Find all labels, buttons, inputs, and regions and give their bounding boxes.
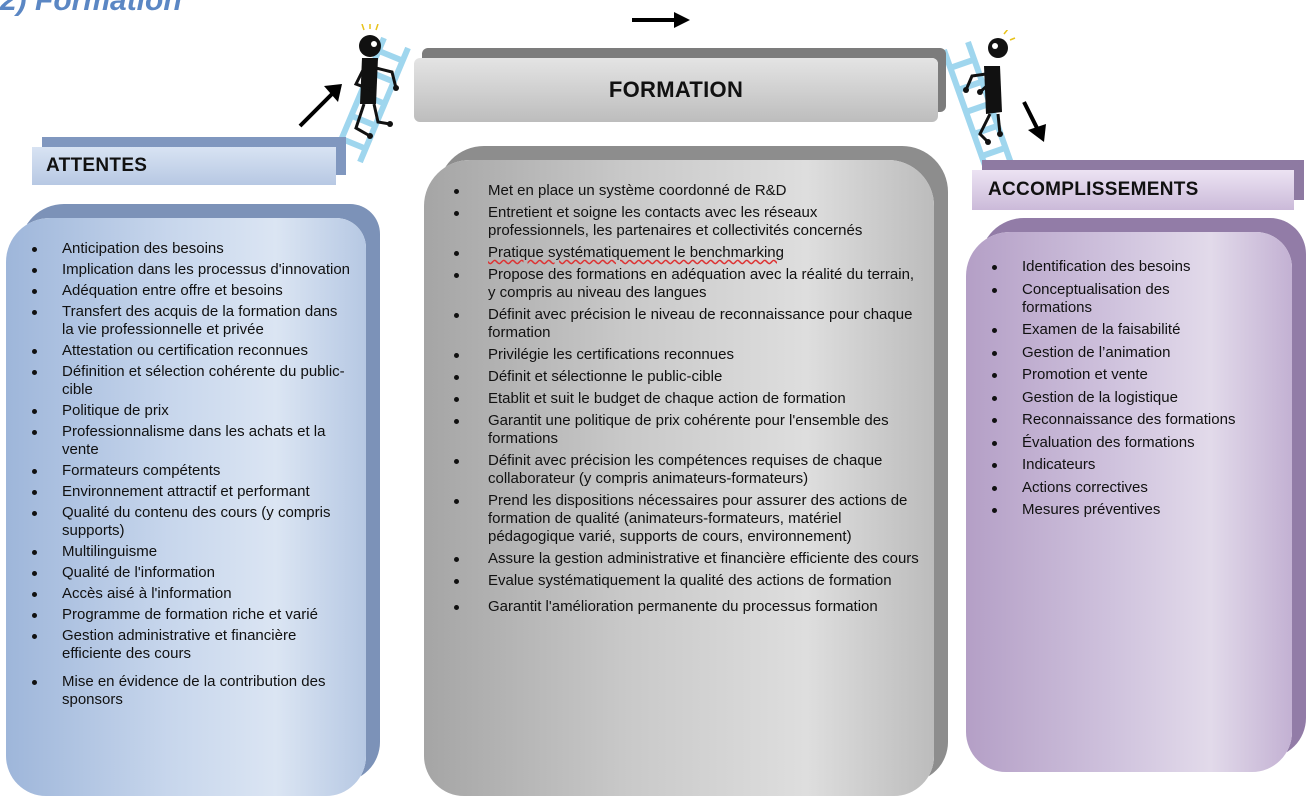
attentes-item: Définition et sélection cohérente du pub… [28,363,352,399]
formation-item: Définit avec précision le niveau de reco… [450,306,920,342]
formation-item: Evalue systématiquement la qualité des a… [450,572,920,590]
attentes-item: Formateurs compétents [28,462,352,480]
accomplissements-title: ACCOMPLISSEMENTS [988,179,1199,200]
formation-item: Privilégie les certifications reconnues [450,346,920,364]
formation-panel: Met en place un système coordonné de R&D… [424,160,934,796]
attentes-item: Implication dans les processus d'innovat… [28,261,352,279]
climbing-figure-left-icon [333,24,411,164]
attentes-item: Environnement attractif et performant [28,483,352,501]
attentes-item: Multilinguisme [28,543,352,561]
climbing-figure-right-icon [941,30,1016,176]
right-arrow-icon [632,12,690,28]
accomplissements-item: Identification des besoins [988,258,1280,276]
formation-item: Propose des formations en adéquation ave… [450,266,920,302]
formation-item: Garantit l'amélioration permanente du pr… [450,598,920,616]
accomplissements-item: Indicateurs [988,456,1280,474]
diagonal-down-arrow-icon [1022,101,1046,142]
accomplissements-title-bar: ACCOMPLISSEMENTS [972,170,1294,210]
formation-item: Pratique systématiquement le benchmarkin… [450,244,920,262]
formation-item: Met en place un système coordonné de R&D [450,182,920,200]
accomplissements-item: Gestion de la logistique [988,389,1280,407]
attentes-item: Transfert des acquis de la formation dan… [28,303,352,339]
attentes-item: Anticipation des besoins [28,240,352,258]
diagonal-up-arrow-icon [298,84,342,128]
formation-item-text: Pratique systématiquement le benchmarkin… [488,244,784,261]
attentes-item: Gestion administrative et financière eff… [28,627,352,663]
attentes-item: Adéquation entre offre et besoins [28,282,352,300]
attentes-item: Mise en évidence de la contribution des … [28,673,352,709]
formation-item: Définit et sélectionne le public-cible [450,368,920,386]
accomplissements-panel: Identification des besoins Conceptualisa… [966,232,1292,772]
attentes-item: Attestation ou certification reconnues [28,342,352,360]
formation-item: Garantit une politique de prix cohérente… [450,412,920,448]
attentes-item: Accès aisé à l'information [28,585,352,603]
formation-item: Etablit et suit le budget de chaque acti… [450,390,920,408]
attentes-item: Qualité de l'information [28,564,352,582]
attentes-panel: Anticipation des besoins Implication dan… [6,218,366,796]
attentes-item: Politique de prix [28,402,352,420]
formation-item: Définit avec précision les compétences r… [450,452,920,488]
accomplissements-item: Mesures préventives [988,501,1280,519]
accomplissements-item: Évaluation des formations [988,434,1280,452]
page-heading: 2) Formation [0,0,182,17]
attentes-item: Professionnalisme dans les achats et la … [28,423,352,459]
accomplissements-item: Promotion et vente [988,366,1280,384]
accomplissements-item: Examen de la faisabilité [988,321,1280,339]
attentes-item: Qualité du contenu des cours (y compris … [28,504,352,540]
attentes-title: ATTENTES [46,155,148,176]
formation-item: Assure la gestion administrative et fina… [450,550,920,568]
formation-item: Prend les dispositions nécessaires pour … [450,492,920,546]
accomplissements-item: Actions correctives [988,479,1280,497]
accomplissements-item: Conceptualisation des formations [988,281,1202,317]
formation-title-bar: FORMATION [414,58,938,122]
formation-title: FORMATION [608,77,744,102]
accomplissements-item: Gestion de l’animation [988,344,1280,362]
formation-item: Entretient et soigne les contacts avec l… [450,204,920,240]
accomplissements-item: Reconnaissance des formations [988,411,1280,429]
attentes-title-bar: ATTENTES [32,147,336,185]
attentes-item: Programme de formation riche et varié [28,606,352,624]
